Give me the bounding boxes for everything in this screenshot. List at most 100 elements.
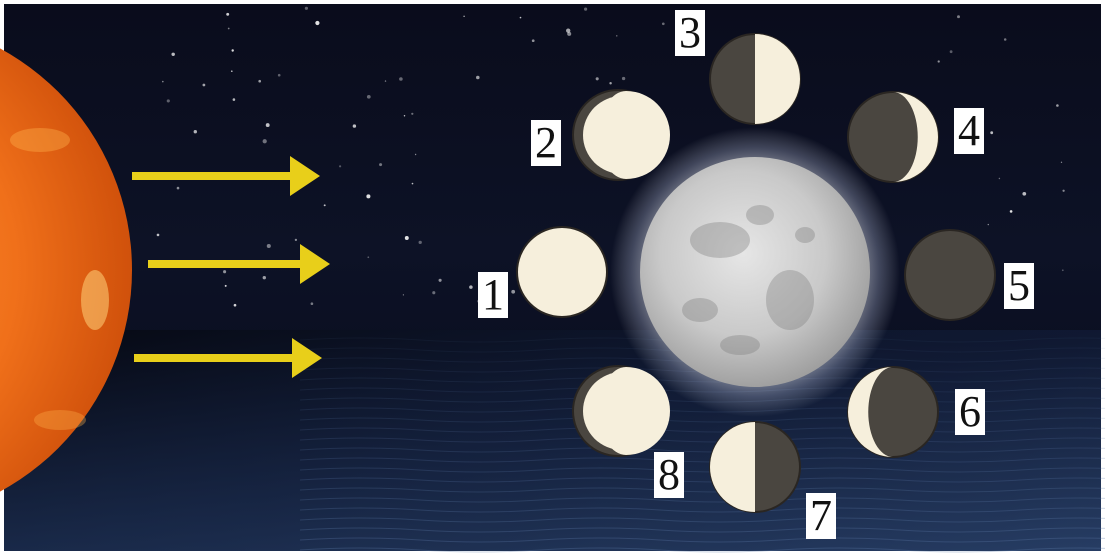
star	[231, 49, 234, 52]
star	[232, 98, 236, 101]
star	[987, 223, 989, 226]
star	[432, 291, 436, 295]
star	[384, 80, 387, 82]
moon-phase-8	[572, 365, 670, 457]
star	[621, 76, 626, 81]
sea-surface	[4, 330, 1101, 551]
star	[998, 177, 1001, 180]
star	[1061, 269, 1064, 272]
arrow-right-icon	[134, 338, 322, 378]
moon-phase-7	[709, 421, 801, 513]
star	[1009, 210, 1013, 213]
phase-label-8: 8	[654, 452, 684, 498]
star	[584, 7, 588, 11]
star	[476, 75, 480, 80]
star	[304, 6, 308, 10]
star	[323, 204, 326, 207]
arrow-right-icon	[148, 244, 330, 284]
phase-label-5: 5	[1004, 263, 1034, 309]
star	[404, 236, 409, 240]
ripple-line	[299, 427, 1105, 433]
moon-icon	[610, 127, 900, 417]
star	[233, 303, 237, 307]
star	[1056, 104, 1059, 107]
moon-phase-1	[516, 226, 608, 318]
star	[463, 15, 465, 17]
star	[595, 77, 599, 81]
star	[414, 153, 417, 156]
star	[202, 83, 206, 87]
star	[379, 163, 383, 167]
star	[367, 256, 370, 259]
moon-phase-5	[904, 229, 996, 321]
arrow-right-icon	[132, 156, 320, 196]
star	[230, 70, 233, 73]
star	[156, 233, 160, 237]
star	[176, 186, 180, 190]
star	[266, 243, 271, 249]
star	[469, 285, 473, 289]
star	[1060, 161, 1063, 163]
moon-craters	[682, 205, 815, 355]
star	[277, 73, 281, 77]
star	[609, 81, 612, 85]
star	[949, 50, 953, 54]
ripple-line	[299, 527, 1105, 533]
sun-icon	[0, 48, 132, 492]
star	[315, 20, 320, 26]
star	[227, 27, 230, 30]
star	[1022, 191, 1027, 196]
phase-label-7: 7	[806, 493, 836, 539]
star	[352, 124, 357, 128]
star	[511, 289, 516, 294]
phase-label-6: 6	[955, 389, 985, 435]
star	[258, 79, 262, 83]
star	[438, 278, 442, 282]
star	[294, 238, 298, 242]
star	[339, 165, 342, 168]
ripple-line	[299, 417, 1105, 423]
moon-phase-2	[572, 89, 670, 181]
star	[310, 302, 314, 306]
phase-label-3: 3	[675, 10, 705, 56]
moon-phase-discs	[516, 33, 996, 513]
ripple-line	[299, 547, 1105, 553]
star	[162, 80, 164, 83]
star	[566, 28, 571, 33]
star	[193, 130, 197, 134]
star	[399, 77, 403, 81]
sunlight-arrows	[132, 156, 330, 378]
star	[531, 39, 535, 43]
star	[262, 139, 267, 144]
ripple-line	[299, 517, 1105, 523]
star	[366, 94, 371, 99]
star	[265, 123, 270, 128]
star	[366, 194, 371, 199]
star	[403, 115, 406, 117]
phase-label-4: 4	[954, 108, 984, 154]
star	[411, 182, 414, 185]
star	[1062, 189, 1065, 192]
star	[402, 294, 405, 296]
star	[661, 22, 665, 26]
star	[937, 60, 940, 63]
star	[224, 284, 227, 287]
star	[262, 276, 266, 280]
stars	[156, 6, 1065, 307]
ripple-line	[299, 497, 1105, 503]
moon-disc	[640, 157, 870, 387]
ripple-line	[299, 507, 1105, 513]
moon-phase-4	[847, 91, 939, 183]
star	[990, 131, 994, 135]
phase-label-2: 2	[531, 120, 561, 166]
star	[1003, 38, 1007, 41]
moon-phase-3	[709, 33, 801, 125]
star	[166, 99, 170, 103]
star	[418, 240, 422, 245]
star	[616, 35, 618, 37]
star	[957, 15, 960, 19]
star	[171, 52, 175, 57]
star	[411, 112, 414, 115]
moon-phase-6	[847, 366, 939, 458]
